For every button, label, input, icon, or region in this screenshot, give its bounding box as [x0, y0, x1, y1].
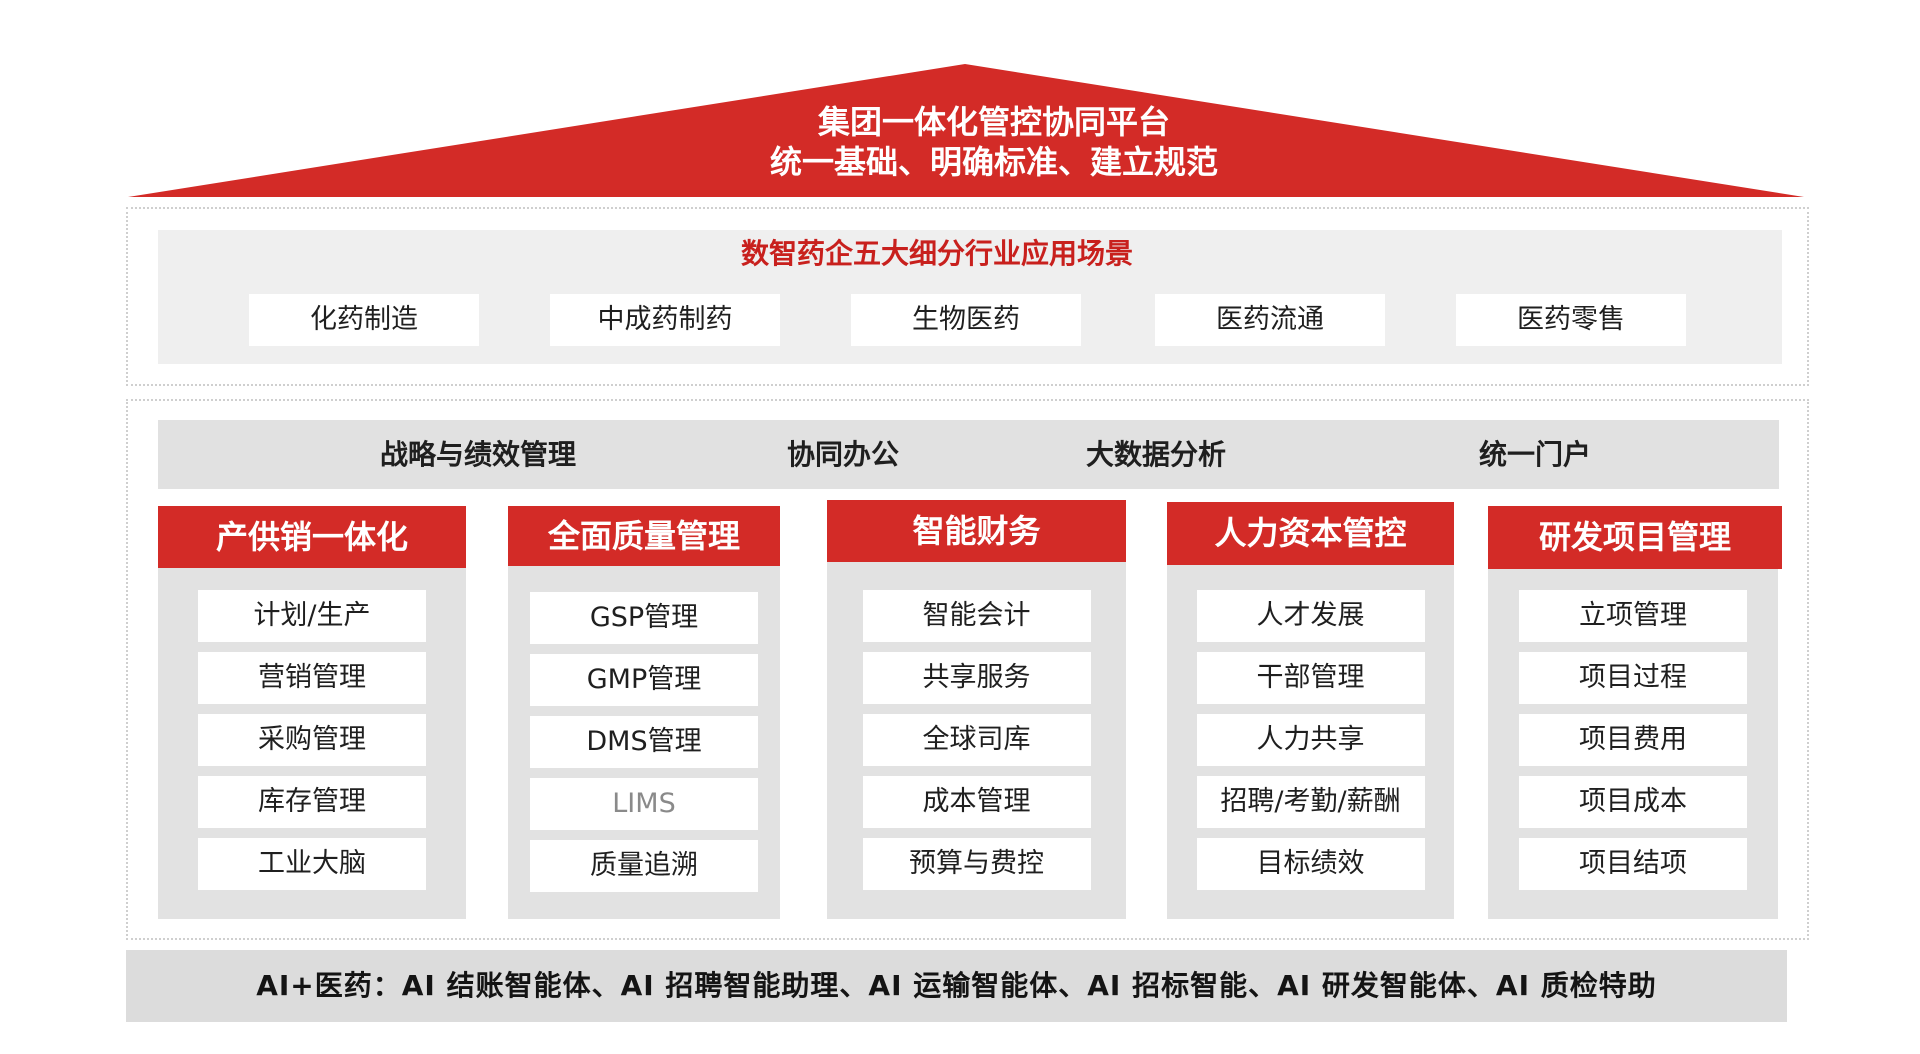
module-item: 项目费用 — [1519, 714, 1747, 766]
module-header: 全面质量管理 — [508, 506, 780, 566]
roof-triangle — [128, 64, 1804, 197]
scenario-item: 医药零售 — [1456, 294, 1686, 346]
platform-item-big-data-analytics: 大数据分析 — [1085, 438, 1226, 471]
scenario-item: 医药流通 — [1155, 294, 1385, 346]
module-item: 人力共享 — [1196, 714, 1425, 766]
module-item: 项目过程 — [1519, 652, 1747, 704]
roof-text: 集团一体化管控协同平台 统一基础、明确标准、建立规范 — [594, 102, 1394, 182]
module-item: 计划/生产 — [198, 590, 426, 642]
module-item: 预算与费控 — [862, 838, 1091, 890]
platform-item-collaborative-office: 协同办公 — [786, 438, 899, 471]
module-supply-sales-integration: 产供销一体化 计划/生产 营销管理 采购管理 库存管理 工业大脑 — [158, 506, 466, 919]
module-header: 研发项目管理 — [1488, 506, 1782, 569]
module-item: GSP管理 — [530, 592, 758, 644]
module-item: 全球司库 — [862, 714, 1091, 766]
capability-section: 战略与绩效管理 协同办公 大数据分析 统一门户 产供销一体化 计划/生产 营销管… — [126, 399, 1809, 940]
ai-capabilities-bar: AI+医药：AI 结账智能体、AI 招聘智能助理、AI 运输智能体、AI 招标智… — [126, 950, 1787, 1022]
module-item: 项目结项 — [1519, 838, 1747, 890]
module-item: 项目成本 — [1519, 776, 1747, 828]
module-item-list: 智能会计 共享服务 全球司库 成本管理 预算与费控 — [827, 590, 1126, 900]
module-item: LIMS — [530, 778, 758, 830]
module-item-list: 人才发展 干部管理 人力共享 招聘/考勤/薪酬 目标绩效 — [1167, 590, 1454, 900]
module-item-list: 立项管理 项目过程 项目费用 项目成本 项目结项 — [1488, 590, 1778, 900]
scenario-item: 生物医药 — [851, 294, 1081, 346]
module-item: GMP管理 — [530, 654, 758, 706]
platform-item-strategy-performance: 战略与绩效管理 — [379, 438, 576, 471]
module-header: 智能财务 — [827, 500, 1126, 562]
scenario-item: 中成药制药 — [550, 294, 780, 346]
module-quality-management: 全面质量管理 GSP管理 GMP管理 DMS管理 LIMS 质量追溯 — [508, 506, 780, 919]
module-header: 人力资本管控 — [1167, 502, 1454, 565]
module-item: 立项管理 — [1519, 590, 1747, 642]
roof-shape — [128, 64, 1804, 197]
scenario-title: 数智药企五大细分行业应用场景 — [740, 237, 1133, 270]
module-item: 人才发展 — [1196, 590, 1425, 642]
module-item: 质量追溯 — [530, 840, 758, 892]
module-item: 目标绩效 — [1196, 838, 1425, 890]
platform-services-bar: 战略与绩效管理 协同办公 大数据分析 统一门户 — [158, 420, 1779, 489]
scenario-item: 化药制造 — [249, 294, 479, 346]
ai-capabilities-text: AI+医药：AI 结账智能体、AI 招聘智能助理、AI 运输智能体、AI 招标智… — [256, 969, 1657, 1002]
platform-roof: 集团一体化管控协同平台 统一基础、明确标准、建立规范 — [0, 0, 1920, 200]
module-header: 产供销一体化 — [158, 506, 466, 568]
module-item-list: GSP管理 GMP管理 DMS管理 LIMS 质量追溯 — [508, 592, 780, 902]
module-item: 成本管理 — [862, 776, 1091, 828]
module-item: 智能会计 — [862, 590, 1091, 642]
module-item-list: 计划/生产 营销管理 采购管理 库存管理 工业大脑 — [158, 590, 466, 900]
module-item: 库存管理 — [198, 776, 426, 828]
module-human-capital: 人力资本管控 人才发展 干部管理 人力共享 招聘/考勤/薪酬 目标绩效 — [1167, 502, 1454, 919]
module-item: 营销管理 — [198, 652, 426, 704]
module-item: 采购管理 — [198, 714, 426, 766]
module-smart-finance: 智能财务 智能会计 共享服务 全球司库 成本管理 预算与费控 — [827, 500, 1126, 919]
platform-title: 集团一体化管控协同平台 — [817, 103, 1170, 141]
module-item: 干部管理 — [1196, 652, 1425, 704]
platform-item-unified-portal: 统一门户 — [1478, 438, 1591, 471]
module-item: DMS管理 — [530, 716, 758, 768]
module-rd-project-management: 研发项目管理 立项管理 项目过程 项目费用 项目成本 项目结项 — [1488, 506, 1782, 919]
platform-subtitle: 统一基础、明确标准、建立规范 — [769, 143, 1218, 181]
module-item: 招聘/考勤/薪酬 — [1196, 776, 1425, 828]
scenario-panel: 数智药企五大细分行业应用场景 化药制造 中成药制药 生物医药 医药流通 医药零售 — [158, 230, 1782, 364]
module-item: 共享服务 — [862, 652, 1091, 704]
module-item: 工业大脑 — [198, 838, 426, 890]
scenario-section: 数智药企五大细分行业应用场景 化药制造 中成药制药 生物医药 医药流通 医药零售 — [126, 207, 1809, 386]
